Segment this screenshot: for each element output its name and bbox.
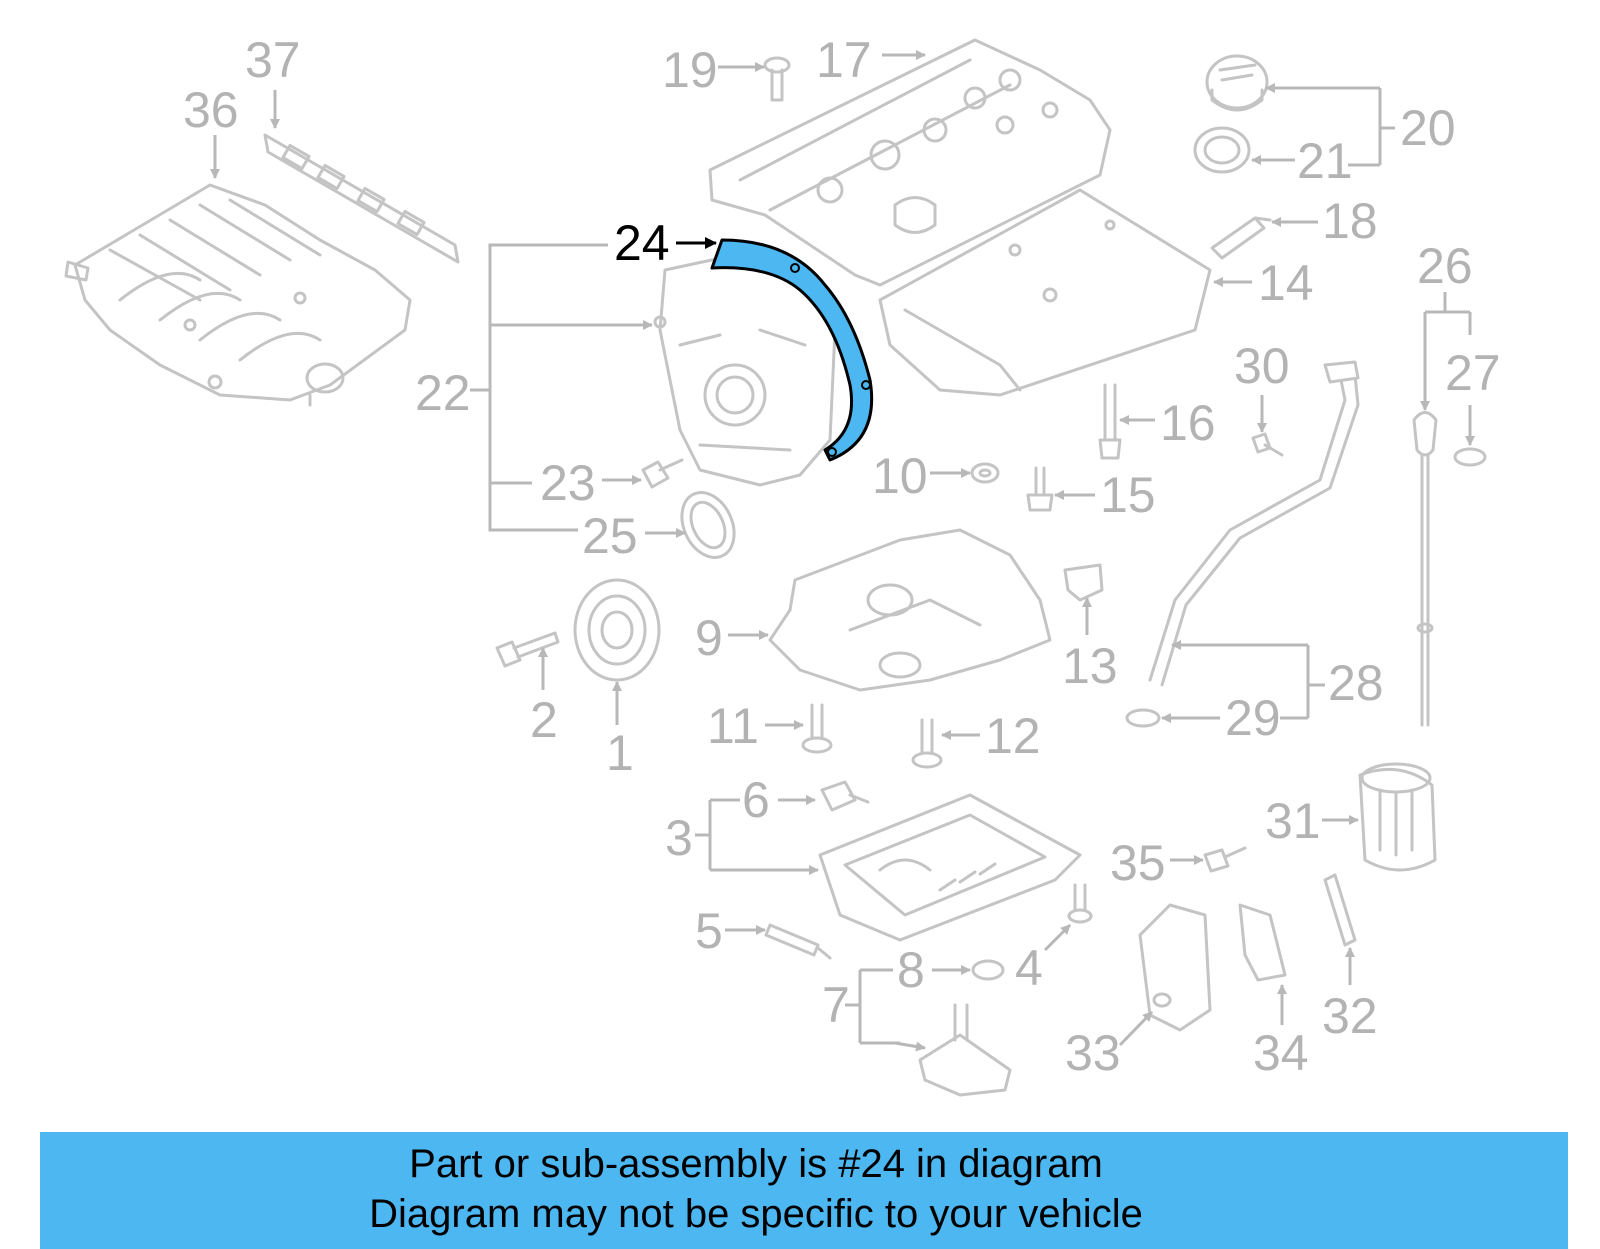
info-banner: Part or sub-assembly is #24 in diagram D… bbox=[40, 1132, 1568, 1249]
callout-7: 7 bbox=[822, 977, 850, 1033]
seal-25-part bbox=[680, 491, 736, 559]
callout-33: 33 bbox=[1065, 1025, 1121, 1081]
callout-9: 9 bbox=[695, 610, 723, 666]
sensor-13-part bbox=[1063, 563, 1104, 602]
leader-lines bbox=[210, 50, 1475, 1052]
bolt-19-part bbox=[763, 56, 791, 102]
callout-21: 21 bbox=[1297, 133, 1353, 189]
sensor-7-part bbox=[918, 1003, 1012, 1097]
intake-manifold-part bbox=[64, 183, 412, 407]
callout-3: 3 bbox=[665, 810, 693, 866]
callout-18: 18 bbox=[1322, 193, 1378, 249]
bolt-4-part bbox=[1067, 883, 1093, 924]
callout-17: 17 bbox=[816, 32, 872, 88]
dipstick-tube-part bbox=[1148, 360, 1360, 687]
dipstick-part bbox=[1412, 411, 1438, 727]
callout-37: 37 bbox=[245, 32, 301, 88]
sensor-18-part bbox=[1210, 216, 1272, 260]
callout-16: 16 bbox=[1160, 395, 1216, 451]
gasket-24-highlighted-part bbox=[710, 238, 874, 462]
callout-23: 23 bbox=[540, 455, 596, 511]
oil-pan-part bbox=[818, 793, 1082, 942]
callout-10: 10 bbox=[872, 448, 928, 504]
gasket-9-part bbox=[768, 528, 1052, 692]
washer-10-part bbox=[970, 462, 1000, 484]
callout-5: 5 bbox=[695, 903, 723, 959]
callout-labels: 1 2 3 4 5 6 7 8 9 10 11 12 13 14 15 16 1… bbox=[183, 32, 1501, 1081]
callout-1: 1 bbox=[606, 725, 634, 781]
rod-32-part bbox=[1323, 873, 1357, 947]
callout-6: 6 bbox=[742, 772, 770, 828]
oil-filter-part bbox=[1358, 762, 1437, 872]
bolt-23-part bbox=[641, 458, 684, 489]
fitting-30-part bbox=[1251, 432, 1284, 457]
callout-28: 28 bbox=[1328, 655, 1384, 711]
callout-4: 4 bbox=[1015, 940, 1043, 996]
callout-31: 31 bbox=[1265, 793, 1321, 849]
callout-13: 13 bbox=[1062, 638, 1118, 694]
callout-27: 27 bbox=[1445, 345, 1501, 401]
callout-29: 29 bbox=[1225, 690, 1281, 746]
oil-cooler-part bbox=[1138, 903, 1212, 1032]
bolt-16-part bbox=[1098, 383, 1122, 460]
pulley-part bbox=[573, 578, 661, 682]
banner-line-disclaimer: Diagram may not be specific to your vehi… bbox=[369, 1192, 1143, 1236]
o-ring-29-part bbox=[1125, 708, 1161, 728]
o-ring-8-part bbox=[971, 959, 1005, 981]
callout-30: 30 bbox=[1234, 338, 1290, 394]
sensor-6-part bbox=[820, 780, 870, 812]
callout-36: 36 bbox=[183, 82, 239, 138]
bolt-35-part bbox=[1203, 846, 1247, 873]
callout-34: 34 bbox=[1253, 1025, 1309, 1081]
callout-20: 20 bbox=[1400, 100, 1456, 156]
bolt-11-part bbox=[801, 703, 833, 754]
callout-15: 15 bbox=[1100, 467, 1156, 523]
oil-filler-cap-part bbox=[1205, 54, 1269, 112]
callout-26: 26 bbox=[1417, 238, 1473, 294]
o-ring-27-part bbox=[1453, 447, 1487, 467]
cap-seal-part bbox=[1193, 126, 1251, 174]
valve-cover-part bbox=[708, 38, 1112, 287]
bolt-2-part bbox=[495, 631, 560, 668]
callout-22: 22 bbox=[415, 365, 471, 421]
callout-24: 24 bbox=[614, 215, 670, 271]
callout-8: 8 bbox=[897, 942, 925, 998]
cover-14-part bbox=[878, 188, 1212, 397]
callout-19: 19 bbox=[662, 42, 718, 98]
callout-11: 11 bbox=[707, 698, 759, 754]
sensor-5-part bbox=[764, 923, 832, 960]
intake-gasket-part bbox=[263, 133, 460, 264]
callout-35: 35 bbox=[1110, 835, 1166, 891]
bracket-34-part bbox=[1238, 903, 1287, 982]
callout-2: 2 bbox=[530, 692, 558, 748]
callout-32: 32 bbox=[1322, 988, 1378, 1044]
bolt-12-part bbox=[911, 718, 943, 769]
banner-line-part-number: Part or sub-assembly is #24 in diagram bbox=[409, 1142, 1103, 1186]
callout-14: 14 bbox=[1258, 255, 1314, 311]
bolt-15-part bbox=[1026, 466, 1054, 512]
callout-25: 25 bbox=[582, 508, 638, 564]
callout-12: 12 bbox=[985, 708, 1041, 764]
